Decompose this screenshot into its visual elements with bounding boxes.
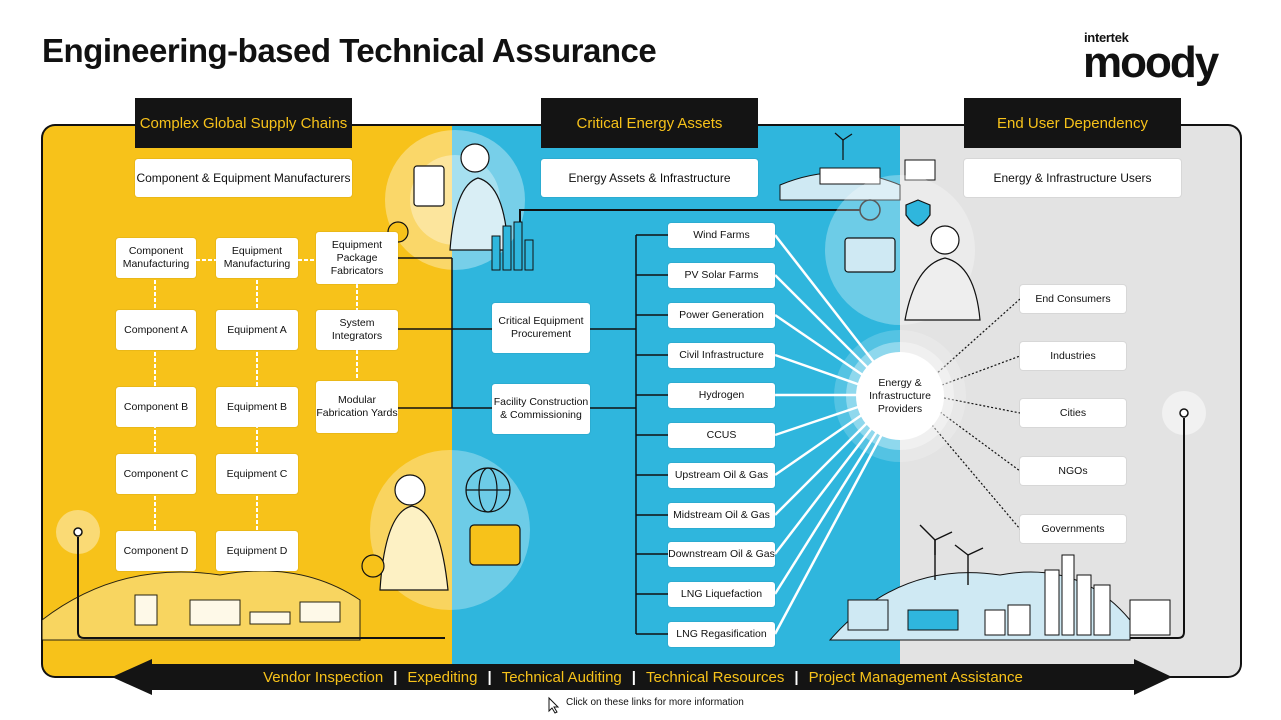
- service-technical-auditing-link[interactable]: Technical Auditing: [501, 668, 622, 686]
- critical-equipment-procurement-box: Critical Equipment Procurement: [492, 303, 590, 353]
- globe-icon: [465, 467, 511, 513]
- links-note: Click on these links for more informatio…: [566, 697, 744, 708]
- facility-construction-box: Facility Construction & Commissioning: [492, 384, 590, 434]
- subheader-manufacturers: Component & Equipment Manufacturers: [135, 159, 352, 197]
- asset-midstream-oil-gas: Midstream Oil & Gas: [668, 503, 775, 528]
- service-expediting-link[interactable]: Expediting: [407, 668, 478, 686]
- service-project-management-link[interactable]: Project Management Assistance: [808, 668, 1023, 686]
- user-cities: Cities: [1020, 399, 1126, 427]
- industrial-skyline-icon: [491, 221, 534, 271]
- system-integrators-box: System Integrators: [316, 310, 398, 350]
- user-governments: Governments: [1020, 515, 1126, 543]
- user-ngos: NGOs: [1020, 457, 1126, 485]
- city-skyline-icon: [847, 554, 1171, 636]
- modular-fabrication-yards-box: Modular Fabrication Yards: [316, 381, 398, 433]
- logo-intertek: intertek: [1084, 30, 1129, 45]
- separator: |: [631, 668, 636, 686]
- asset-ccus: CCUS: [668, 423, 775, 448]
- logo-moody-text: moody: [1083, 38, 1219, 87]
- asset-pv-solar-farms: PV Solar Farms: [668, 263, 775, 288]
- asset-hydrogen: Hydrogen: [668, 383, 775, 408]
- component-b-box: Component B: [116, 387, 196, 427]
- asset-wind-farms: Wind Farms: [668, 223, 775, 248]
- component-a-box: Component A: [116, 310, 196, 350]
- wind-turbine-icon: [919, 524, 984, 585]
- asset-power-generation: Power Generation: [668, 303, 775, 328]
- cursor-icon: [548, 696, 560, 714]
- separator: |: [393, 668, 398, 686]
- header-supply-chains[interactable]: Complex Global Supply Chains: [135, 98, 352, 148]
- subheader-energy-users: Energy & Infrastructure Users: [964, 159, 1181, 197]
- equipment-manufacturing-box: Equipment Manufacturing: [216, 238, 298, 278]
- subheader-energy-assets: Energy Assets & Infrastructure: [541, 159, 758, 197]
- separator: |: [794, 668, 799, 686]
- shield-icon: [905, 199, 931, 227]
- service-vendor-inspection-link[interactable]: Vendor Inspection: [263, 668, 384, 686]
- asset-lng-liquefaction: LNG Liquefaction: [668, 582, 775, 607]
- asset-civil-infrastructure: Civil Infrastructure: [668, 343, 775, 368]
- service-technical-resources-link[interactable]: Technical Resources: [645, 668, 785, 686]
- header-energy-assets[interactable]: Critical Energy Assets: [541, 98, 758, 148]
- wind-turbine-icon: [834, 132, 853, 160]
- engineer-icon: [387, 143, 509, 251]
- asset-upstream-oil-gas: Upstream Oil & Gas: [668, 463, 775, 488]
- energy-providers-hub: Energy & Infrastructure Providers: [856, 352, 944, 440]
- user-industries: Industries: [1020, 342, 1126, 370]
- equipment-c-box: Equipment C: [216, 454, 298, 494]
- equipment-b-box: Equipment B: [216, 387, 298, 427]
- component-d-box: Component D: [116, 531, 196, 571]
- user-end-consumers: End Consumers: [1020, 285, 1126, 313]
- header-end-user[interactable]: End User Dependency: [964, 98, 1181, 148]
- separator: |: [487, 668, 492, 686]
- asset-downstream-oil-gas: Downstream Oil & Gas: [668, 542, 775, 567]
- services-banner: Vendor Inspection | Expediting | Technic…: [152, 664, 1134, 690]
- equipment-a-box: Equipment A: [216, 310, 298, 350]
- component-manufacturing-box: Component Manufacturing: [116, 238, 196, 278]
- asset-lng-regasification: LNG Regasification: [668, 622, 775, 647]
- component-c-box: Component C: [116, 454, 196, 494]
- logo-moody: moody: [1083, 38, 1219, 88]
- engineer-icon: [361, 474, 521, 591]
- page-title: Engineering-based Technical Assurance: [42, 32, 657, 69]
- equipment-package-fabricators-box: Equipment Package Fabricators: [316, 232, 398, 284]
- equipment-d-box: Equipment D: [216, 531, 298, 571]
